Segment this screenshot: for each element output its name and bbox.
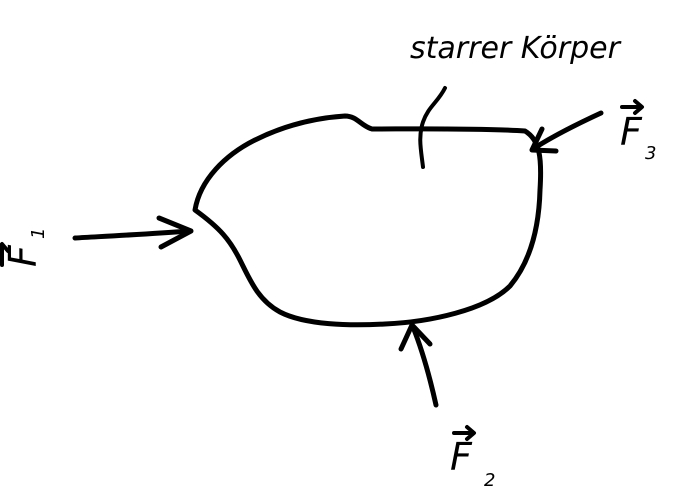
force-f1-subscript: 1 bbox=[28, 228, 49, 239]
force-f2-arrow bbox=[398, 322, 439, 408]
force-f1-arrow bbox=[72, 215, 194, 250]
force-f2-vector-mark bbox=[452, 425, 476, 441]
force-f2-label: F 2 bbox=[450, 425, 495, 491]
force-f3-letter: F bbox=[620, 110, 643, 154]
force-f2-subscript: 2 bbox=[484, 470, 495, 491]
force-f2-letter: F bbox=[450, 435, 473, 479]
rigid-body-label: starrer Körper bbox=[410, 31, 622, 66]
force-f1-label: F 1 bbox=[0, 228, 49, 267]
force-f3-vector-mark bbox=[620, 99, 644, 115]
force-f1-vector-mark bbox=[0, 242, 10, 267]
label-leader-line bbox=[418, 86, 447, 169]
force-f3-arrow bbox=[529, 110, 604, 154]
force-f3-subscript: 3 bbox=[645, 143, 656, 164]
rigid-body-outline bbox=[192, 113, 544, 328]
force-f1-letter: F bbox=[1, 244, 45, 267]
force-f3-label: F 3 bbox=[620, 99, 656, 164]
